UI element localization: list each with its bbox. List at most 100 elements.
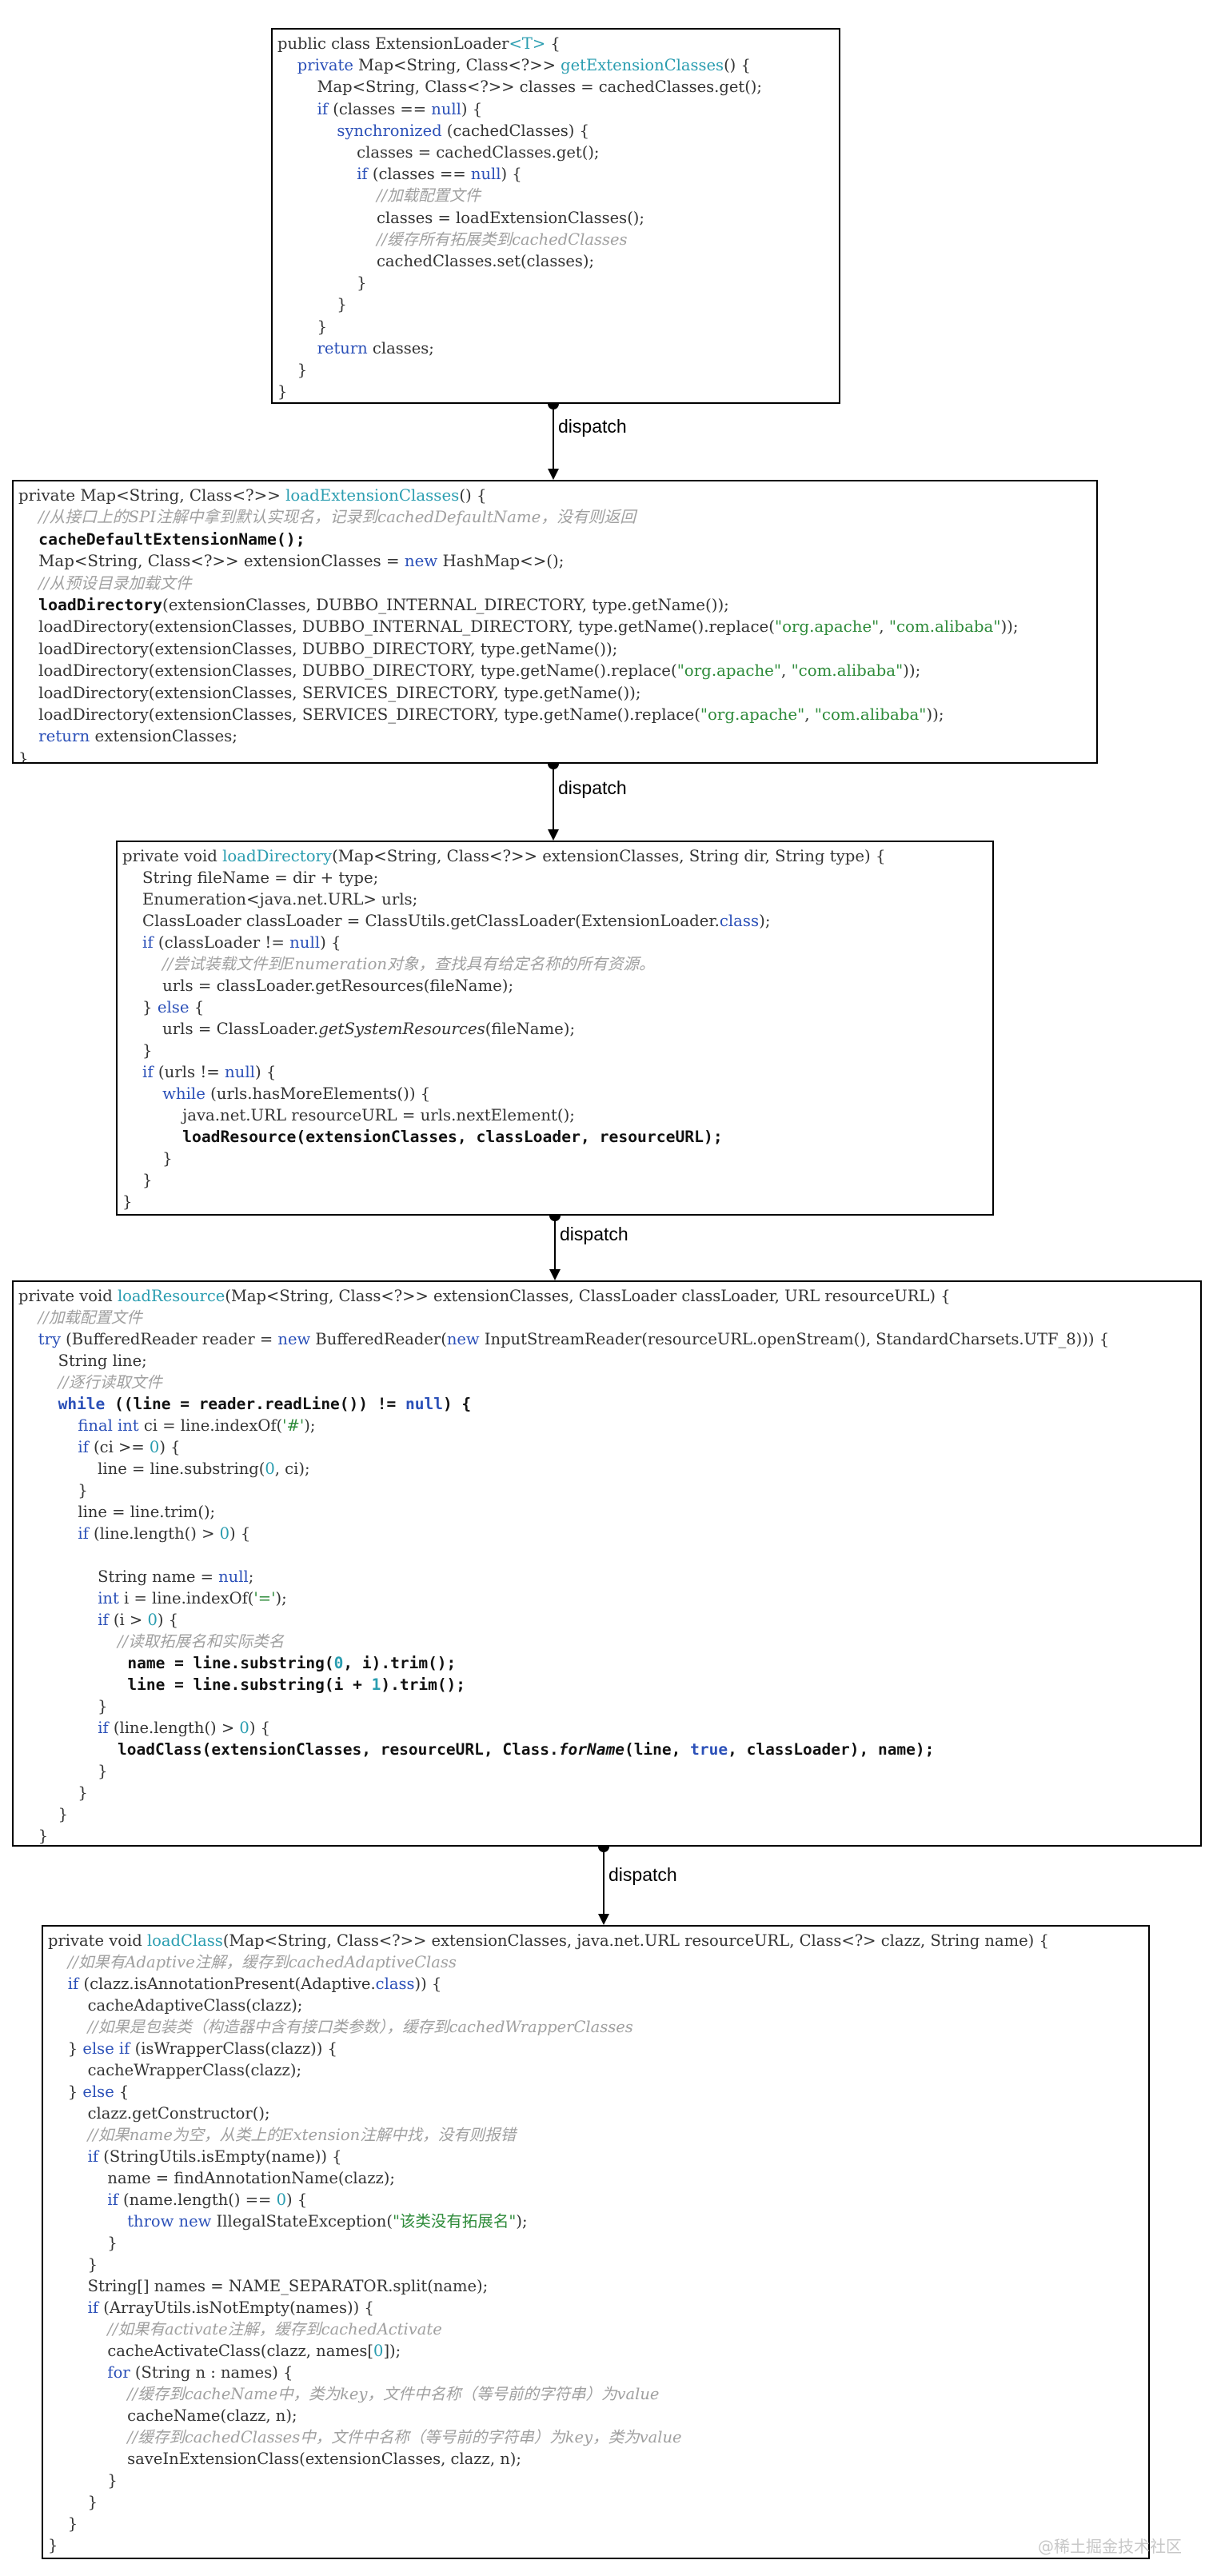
code-token: ci = line.indexOf( <box>138 1416 283 1435</box>
code-line <box>18 1544 1195 1566</box>
code-token: throw new <box>127 2212 212 2231</box>
code-token: loadClass(extensionClasses, resourceURL,… <box>117 1740 559 1759</box>
code-line: loadResource(extensionClasses, classLoad… <box>122 1126 988 1148</box>
code-token: (ci >= <box>88 1438 150 1456</box>
code-comment: //如果是包装类（构造器中含有接口类参数），缓存到cachedWrapperCl… <box>87 2018 633 2036</box>
code-token: else <box>82 2083 114 2101</box>
code-token: (Map<String, Class<?>> extensionClasses,… <box>225 1287 951 1305</box>
code-token: line = line.substring(i + <box>127 1675 372 1694</box>
code-line: //如果是包装类（构造器中含有接口类参数），缓存到cachedWrapperCl… <box>48 2016 1143 2038</box>
code-token: if <box>78 1438 89 1456</box>
code-line: cacheName(clazz, n); <box>48 2405 1143 2426</box>
code-token: ) { <box>320 933 341 952</box>
code-token: classes = cachedClasses.get(); <box>277 143 600 162</box>
code-token: loadDirectory(extensionClasses, DUBBO_IN… <box>18 617 775 637</box>
code-line: java.net.URL resourceURL = urls.nextElem… <box>122 1104 988 1126</box>
code-line: } <box>48 2232 1143 2254</box>
code-token: "该类没有拓展名" <box>392 2212 517 2231</box>
code-token: Map<String, Class<?>> extensionClasses = <box>18 552 405 571</box>
code-token: urls = classLoader.getResources(fileName… <box>122 976 514 995</box>
code-token: 0 <box>373 2342 384 2360</box>
code-token: private void <box>122 847 223 865</box>
code-token <box>18 1438 78 1456</box>
code-token <box>18 1589 98 1608</box>
code-token: "com.alibaba" <box>888 617 1001 637</box>
code-token: } <box>277 382 288 401</box>
code-token: "org.apache" <box>700 705 805 725</box>
code-token: line = line.trim(); <box>18 1503 216 1521</box>
code-line: line = line.trim(); <box>18 1501 1195 1523</box>
code-token: name = line.substring( <box>127 1654 334 1672</box>
code-token <box>122 933 142 952</box>
code-line: } <box>48 2534 1143 2556</box>
code-line: String name = null; <box>18 1566 1195 1588</box>
code-line: } <box>48 2513 1143 2534</box>
code-token: null <box>289 933 321 952</box>
code-token: classes; <box>367 338 434 357</box>
code-token: } <box>48 2039 83 2058</box>
code-token: InputStreamReader(resourceURL.openStream… <box>479 1330 1110 1348</box>
code-token: null <box>225 1063 255 1081</box>
edge-arrowhead <box>549 1269 561 1280</box>
edge-label-dispatch-3: dispatch <box>560 1224 628 1244</box>
code-line: } <box>48 2254 1143 2275</box>
code-line: urls = ClassLoader.getSystemResources(fi… <box>122 1018 988 1040</box>
code-token: , classLoader), name); <box>728 1740 935 1759</box>
code-line: } <box>18 1803 1195 1825</box>
code-token: public class ExtensionLoader <box>277 34 509 53</box>
code-token: cacheAdaptiveClass(clazz); <box>48 1996 303 2015</box>
code-line: } <box>277 316 834 337</box>
code-token: for <box>107 2363 130 2382</box>
code-token: new <box>277 1330 311 1348</box>
code-line: //读取拓展名和实际类名 <box>18 1631 1195 1652</box>
code-token: { <box>545 34 561 53</box>
code-token <box>277 339 317 357</box>
code-line: classes = loadExtensionClasses(); <box>277 207 834 229</box>
code-token <box>48 2298 88 2317</box>
code-line: } <box>122 1191 988 1212</box>
code-comment: //读取拓展名和实际类名 <box>117 1632 285 1651</box>
code-token: getExtensionClasses <box>561 56 724 75</box>
code-token: (classes == <box>328 99 432 118</box>
code-token: } <box>18 749 29 764</box>
code-line: } <box>48 2491 1143 2513</box>
code-line: cacheDefaultExtensionName(); <box>18 529 1091 550</box>
code-token: Map<String, Class<?>> <box>353 56 561 75</box>
code-comment: //如果name为空，从类上的Extension注解中找，没有则报错 <box>87 2126 517 2144</box>
code-line: try (BufferedReader reader = new Buffere… <box>18 1328 1195 1350</box>
code-token: final int <box>78 1416 139 1435</box>
code-token: (i > <box>108 1611 148 1629</box>
code-token: (line.length() > <box>88 1524 220 1543</box>
code-token: class <box>719 912 760 930</box>
code-token <box>277 230 377 249</box>
code-token <box>18 1632 118 1651</box>
code-line: } <box>277 359 834 381</box>
code-line: loadDirectory(extensionClasses, DUBBO_IN… <box>18 616 1091 637</box>
code-token: getSystemResources <box>318 1020 485 1038</box>
code-token: IllegalStateException( <box>211 2212 393 2231</box>
code-token: (classLoader != <box>153 933 290 952</box>
code-line: throw new IllegalStateException("该类没有拓展名… <box>48 2211 1143 2232</box>
code-token: loadDirectory <box>222 847 333 865</box>
code-token <box>18 1719 98 1737</box>
code-token: if <box>87 2147 99 2166</box>
code-line: //尝试装载文件到Enumeration对象，查找具有给定名称的所有资源。 <box>122 953 988 975</box>
code-comment: //如果有Adaptive注解，缓存到cachedAdaptiveClass <box>67 1953 457 1971</box>
code-line: } <box>18 1695 1195 1717</box>
code-line: cacheActivateClass(clazz, names[0]); <box>48 2340 1143 2362</box>
code-token <box>18 596 38 614</box>
code-token: loadDirectory(extensionClasses, SERVICES… <box>18 705 700 725</box>
code-token: } <box>18 1805 68 1823</box>
code-token: else if <box>82 2039 130 2058</box>
code-token <box>18 1740 118 1759</box>
code-token: cacheName(clazz, n); <box>48 2406 297 2425</box>
code-token: , i).trim(); <box>343 1654 457 1672</box>
code-token: } <box>48 2514 78 2533</box>
code-token <box>277 122 337 140</box>
code-token: 0 <box>219 1524 230 1543</box>
code-token: )); <box>903 661 921 681</box>
code-line: } else { <box>122 996 988 1018</box>
code-line: loadDirectory(extensionClasses, DUBBO_DI… <box>18 638 1091 660</box>
code-block-getExtensionClasses: public class ExtensionLoader<T> { privat… <box>271 28 840 404</box>
code-token: clazz.getConstructor(); <box>48 2104 270 2123</box>
